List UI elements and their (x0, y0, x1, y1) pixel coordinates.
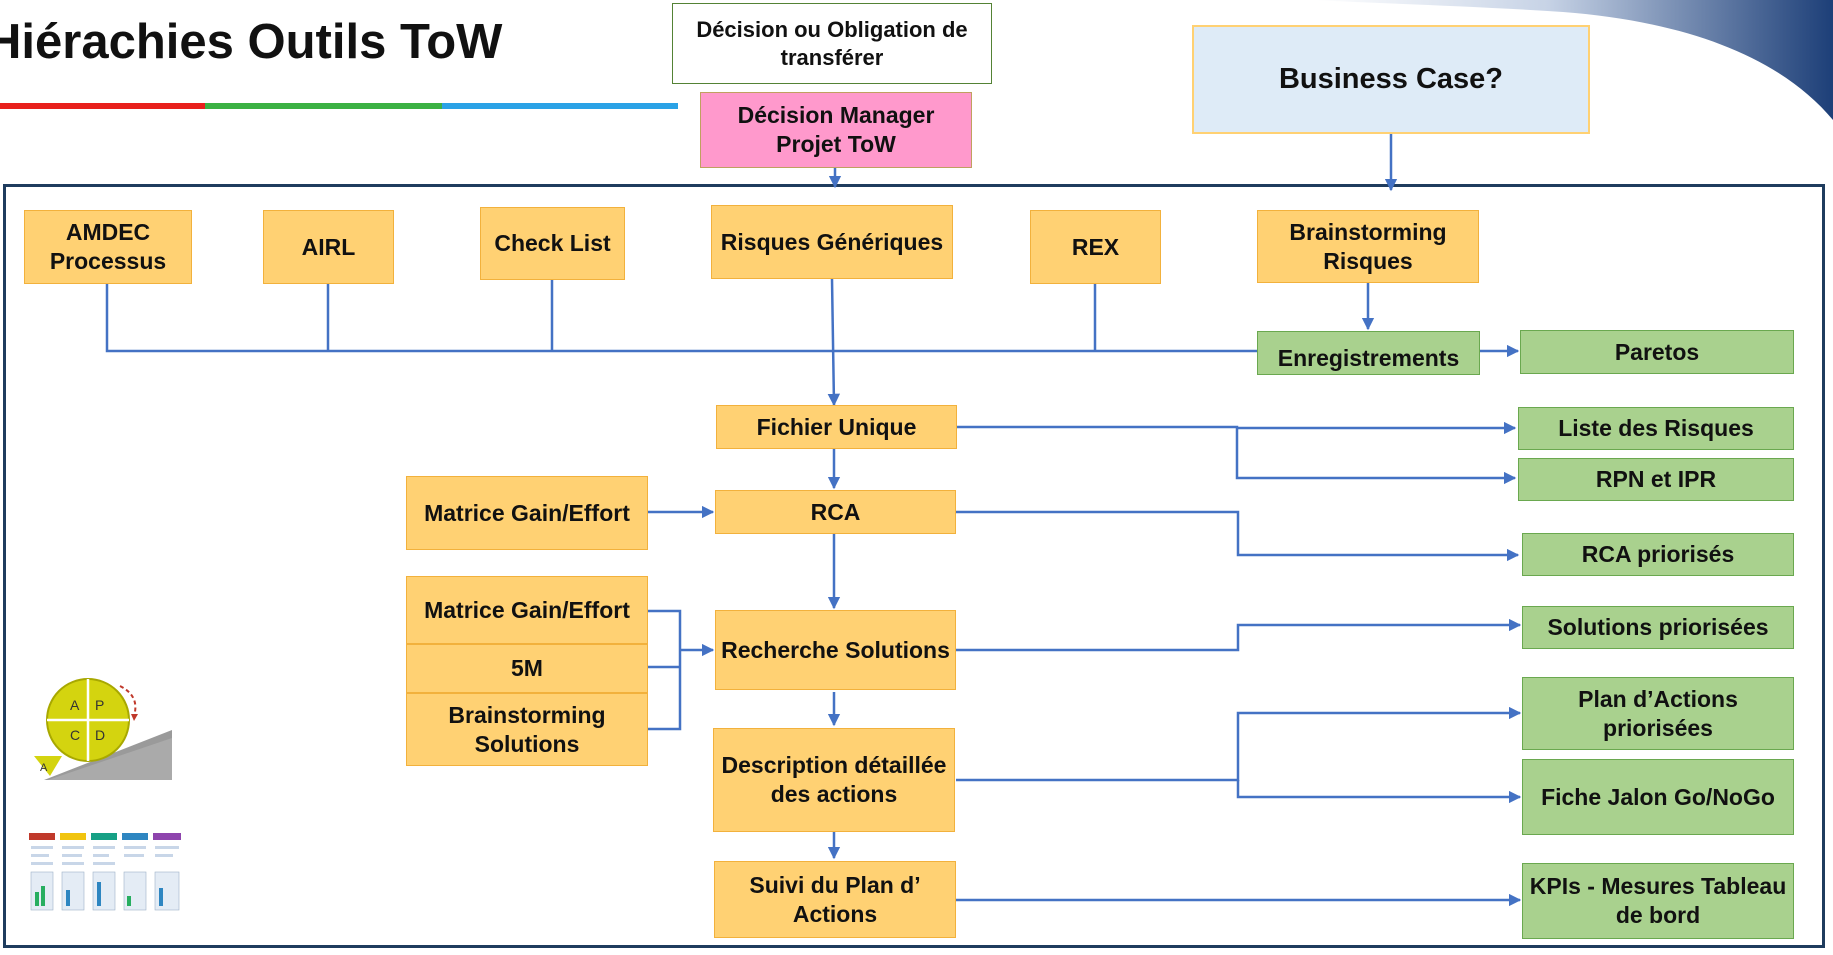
paretos-box: Paretos (1520, 330, 1794, 374)
pdca-letter-a2: A (40, 762, 48, 774)
page-title: Hiérachies Outils ToW (0, 15, 503, 69)
enregistrements-box: Enregistrements (1257, 331, 1480, 375)
enregistrements-label: Enregistrements (1277, 345, 1460, 371)
pdca-letter-d: D (95, 727, 105, 743)
corner-swoosh-icon (1313, 0, 1833, 120)
risques-generiques-box: Risques Génériques (711, 205, 953, 279)
diagram-frame (3, 184, 1825, 948)
amdec-processus-box: AMDEC Processus (24, 210, 192, 284)
pdca-letter-p: P (95, 697, 104, 713)
fiche-jalon-box: Fiche Jalon Go/NoGo (1522, 759, 1794, 835)
fichier-unique-box: Fichier Unique (716, 405, 957, 449)
pdca-letter-a: A (70, 697, 80, 713)
title-stripe-green (205, 103, 442, 109)
brainstorming-risques-box: Brainstorming Risques (1257, 210, 1479, 283)
recherche-solutions-box: Recherche Solutions (715, 610, 956, 690)
decision-obligation-box: Décision ou Obligation de transférer (672, 3, 992, 84)
matrice-gain-effort-box-2: Matrice Gain/Effort (406, 576, 648, 644)
cinq-m-box: 5M (406, 644, 648, 693)
airl-box: AIRL (263, 210, 394, 284)
pdca-wheel-icon: A P C D A (34, 678, 172, 780)
description-actions-box: Description détaillée des actions (713, 728, 955, 832)
decision-manager-box: Décision Manager Projet ToW (700, 92, 972, 168)
kpis-box: KPIs - Mesures Tableau de bord (1522, 863, 1794, 939)
suivi-plan-actions-box: Suivi du Plan d’ Actions (714, 861, 956, 938)
brainstorming-solutions-box: Brainstorming Solutions (406, 693, 648, 766)
rca-priorises-box: RCA priorisés (1522, 533, 1794, 576)
rex-box: REX (1030, 210, 1161, 284)
template-sheet-icon (27, 830, 185, 915)
business-case-box: Business Case? (1192, 25, 1590, 134)
pdca-letter-c: C (70, 727, 80, 743)
rpn-ipr-box: RPN et IPR (1518, 458, 1794, 501)
liste-risques-box: Liste des Risques (1518, 407, 1794, 450)
title-stripe-red (0, 103, 205, 109)
plan-actions-box: Plan d’Actions priorisées (1522, 677, 1794, 750)
title-stripe-blue (442, 103, 678, 109)
solutions-priorisees-box: Solutions priorisées (1522, 606, 1794, 649)
matrice-gain-effort-box: Matrice Gain/Effort (406, 476, 648, 550)
check-list-box: Check List (480, 207, 625, 280)
rca-box: RCA (715, 490, 956, 534)
